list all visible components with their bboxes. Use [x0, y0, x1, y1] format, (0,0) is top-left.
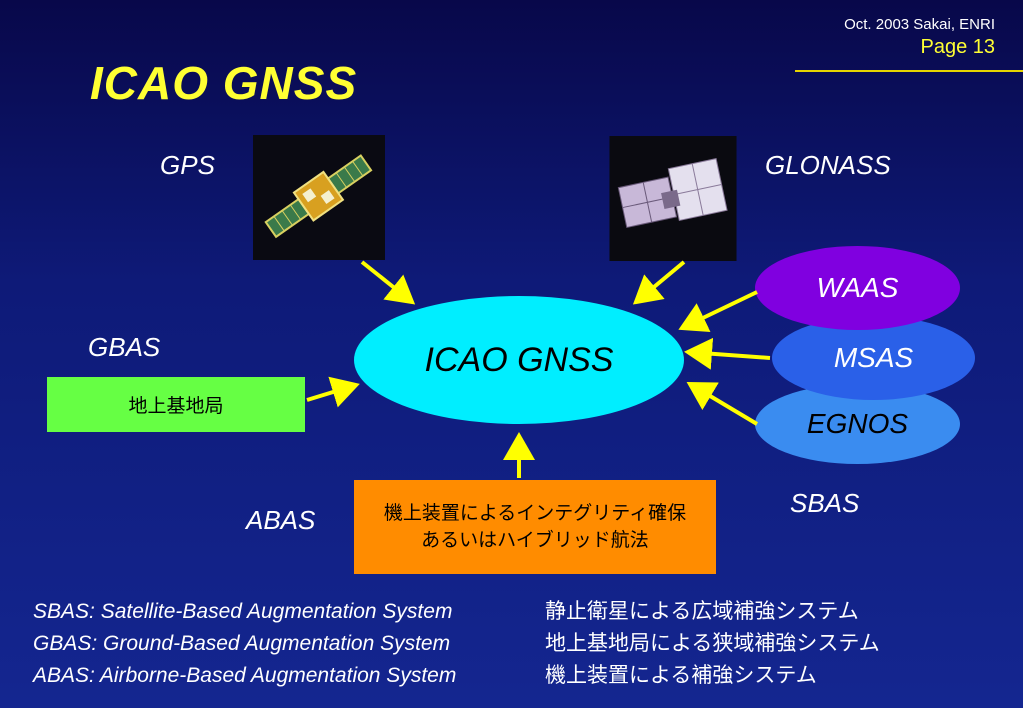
egnos-node: EGNOS [755, 384, 960, 464]
page-number: Page 13 [920, 36, 995, 58]
abas-airborne-box: 機上装置によるインテグリティ確保 あるいはハイブリッド航法 [354, 480, 716, 574]
arrow-gps [360, 260, 416, 305]
header-date-org: Oct. 2003 Sakai, ENRI [844, 16, 995, 33]
definition-ja: 機上装置による補強システム [545, 664, 817, 687]
arrow-egnos [686, 381, 759, 426]
definition-row: SBAS: Satellite-Based Augmentation Syste… [33, 596, 880, 628]
definition-en: ABAS: Airborne-Based Augmentation System [33, 664, 457, 687]
glonass-satellite-icon [609, 136, 737, 261]
waas-node: WAAS [755, 246, 960, 330]
definition-ja: 静止衛星による広域補強システム [545, 600, 859, 623]
abas-box-line-2: あるいはハイブリッド航法 [421, 530, 649, 551]
slide-title: ICAO GNSS [90, 57, 358, 109]
gps-label: GPS [160, 150, 215, 180]
arrow-gbas [306, 376, 360, 408]
arrow-msas [684, 337, 771, 370]
gbas-ground-station-box: 地上基地局 [47, 377, 305, 432]
gps-satellite-icon [253, 135, 385, 260]
header-rule [795, 70, 1023, 72]
definitions-list: SBAS: Satellite-Based Augmentation Syste… [33, 596, 880, 692]
msas-node: MSAS [772, 316, 975, 400]
definition-en: SBAS: Satellite-Based Augmentation Syste… [33, 600, 453, 623]
gbas-label: GBAS [88, 332, 161, 362]
icao-gnss-center-node: ICAO GNSS [354, 296, 684, 424]
header-meta: Oct. 2003 Sakai, ENRI Page 13 [844, 14, 995, 58]
definition-en: GBAS: Ground-Based Augmentation System [33, 632, 451, 655]
sbas-label: SBAS [790, 488, 860, 518]
arrow-waas [678, 290, 758, 333]
definition-row: GBAS: Ground-Based Augmentation System 地上… [33, 628, 880, 660]
definition-ja: 地上基地局による狭域補強システム [545, 632, 880, 655]
definition-row: ABAS: Airborne-Based Augmentation System… [33, 660, 880, 692]
abas-box-line-1: 機上装置によるインテグリティ確保 [383, 503, 687, 524]
glonass-label: GLONASS [765, 150, 891, 180]
abas-label: ABAS [246, 505, 316, 535]
arrow-glonass [632, 260, 686, 305]
